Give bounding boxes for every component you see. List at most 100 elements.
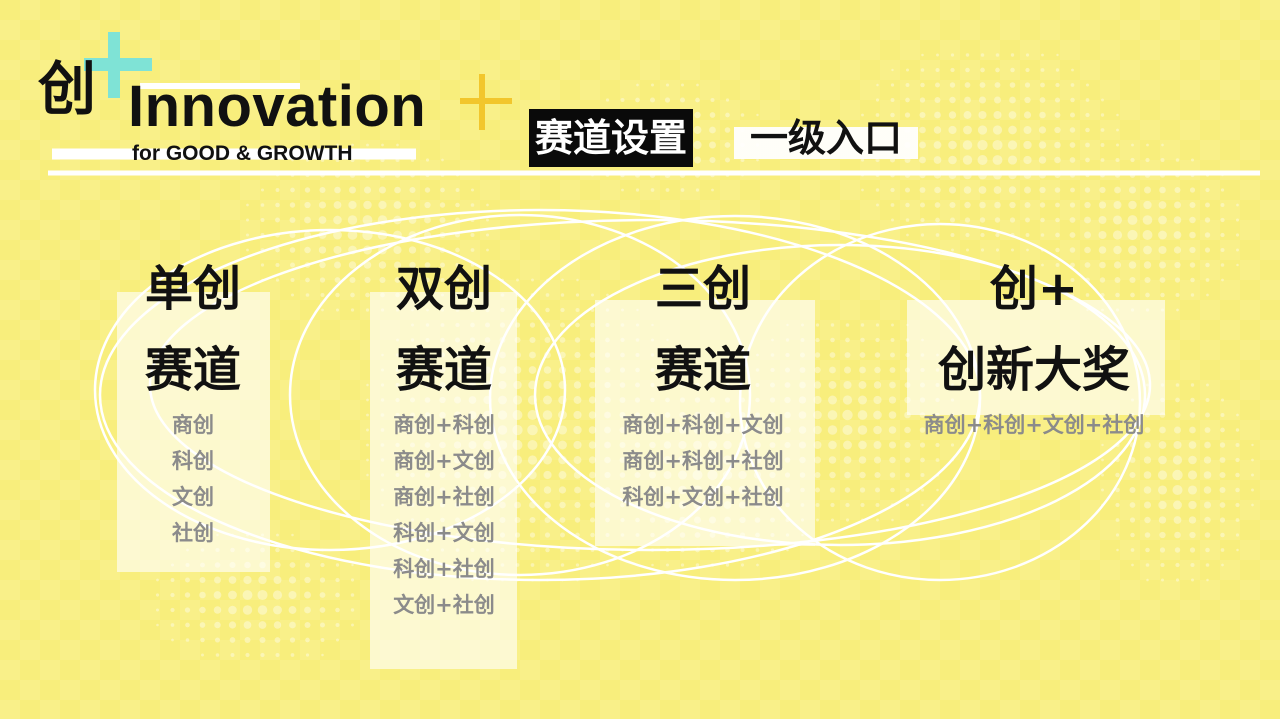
- decor-dot: [965, 248, 970, 252]
- decor-dot: [995, 67, 1000, 73]
- decor-dot: [288, 576, 297, 584]
- decor-dot: [1025, 233, 1030, 237]
- decor-dot: [1189, 202, 1196, 208]
- decor-dot: [424, 187, 431, 193]
- decor-dot: [214, 637, 221, 643]
- decor-dot: [1116, 143, 1119, 147]
- decor-dot: [815, 503, 820, 507]
- decor-dot: [829, 471, 836, 479]
- decor-dot: [590, 532, 595, 538]
- decor-dot: [588, 426, 597, 434]
- decor-dot: [379, 276, 386, 284]
- track-card-award: [907, 300, 1165, 415]
- decor-dot: [740, 563, 745, 567]
- decor-dot: [321, 653, 324, 657]
- decor-dot: [709, 126, 716, 134]
- decor-dot: [1158, 441, 1167, 449]
- decor-dot: [574, 337, 581, 343]
- gold-cross-icon: [460, 74, 512, 130]
- decor-dot: [1189, 426, 1196, 434]
- decor-dot: [362, 215, 373, 225]
- decor-dot: [1158, 230, 1167, 240]
- decor-dot: [1128, 186, 1137, 194]
- decor-dot: [1205, 202, 1210, 208]
- decor-dot: [1145, 292, 1150, 298]
- decor-dot: [649, 97, 656, 103]
- decor-dot: [424, 216, 431, 224]
- decor-dot: [318, 201, 327, 209]
- decor-dot: [1008, 111, 1017, 119]
- decor-dot: [560, 547, 565, 553]
- decor-dot: [889, 367, 896, 373]
- decor-dot: [843, 440, 852, 450]
- track-title-line2: 创新大奖: [937, 342, 1130, 398]
- decor-dot: [921, 53, 924, 57]
- decor-dot: [889, 381, 896, 389]
- decor-dot: [1116, 113, 1119, 117]
- decor-dot: [1220, 247, 1225, 253]
- decor-dot: [363, 200, 372, 210]
- decor-dot: [366, 443, 369, 447]
- decor-dot: [1040, 82, 1045, 88]
- decor-dot: [335, 292, 340, 298]
- decor-dot: [843, 380, 852, 390]
- decor-dot: [455, 188, 460, 192]
- decor-dot: [260, 263, 265, 267]
- decor-dot: [335, 592, 340, 598]
- decor-dot: [559, 517, 566, 523]
- decor-dot: [814, 471, 821, 479]
- decor-dot: [950, 53, 955, 57]
- decor-dot: [1159, 186, 1166, 194]
- track-card-triple: [595, 300, 815, 546]
- decor-dot: [275, 262, 280, 268]
- decor-dot: [1100, 158, 1105, 162]
- decor-dot: [949, 201, 956, 209]
- decor-dot: [529, 532, 536, 538]
- decor-dot: [304, 246, 311, 254]
- decor-dot: [333, 201, 342, 209]
- decor-dot: [978, 110, 987, 120]
- section-subtitle: 一级入口: [734, 109, 919, 167]
- decor-dot: [890, 187, 895, 193]
- decor-dot: [891, 68, 894, 72]
- list-item: 科创+社创: [393, 557, 495, 581]
- decor-dot: [349, 186, 356, 194]
- decor-dot: [934, 202, 941, 208]
- decor-dot: [542, 410, 553, 420]
- list-item: 科创+文创: [393, 521, 495, 545]
- decor-dot: [350, 578, 355, 582]
- decor-dot: [543, 395, 552, 405]
- decor-dot: [1203, 456, 1212, 464]
- decor-dot: [1205, 262, 1210, 268]
- decor-dot: [813, 395, 822, 405]
- decor-dot: [1220, 532, 1225, 538]
- decor-dot: [557, 425, 568, 435]
- decor-dot: [857, 425, 868, 435]
- decor-dot: [244, 637, 251, 643]
- decor-dot: [1204, 232, 1211, 238]
- decor-dot: [1174, 187, 1181, 193]
- decor-dot: [1175, 578, 1180, 582]
- decor-dot: [590, 322, 595, 328]
- list-item: 商创+科创+社创: [622, 449, 784, 473]
- decor-dot: [919, 126, 926, 134]
- list-item: 社创: [172, 521, 214, 545]
- decor-dot: [1129, 457, 1136, 463]
- decor-dot: [288, 590, 297, 600]
- list-item: 商创+科创: [393, 413, 495, 437]
- decor-dot: [320, 292, 325, 298]
- decor-dot: [1172, 455, 1183, 465]
- decor-dot: [575, 307, 580, 313]
- decor-dot: [1024, 96, 1031, 104]
- decor-dot: [979, 82, 986, 88]
- decor-dot: [455, 262, 460, 268]
- decor-dot: [200, 637, 205, 643]
- decor-dot: [1236, 263, 1239, 267]
- decor-dot: [424, 262, 431, 268]
- decor-dot: [1130, 548, 1135, 552]
- decor-dot: [890, 203, 895, 207]
- decor-dot: [693, 126, 702, 134]
- decor-dot: [486, 218, 489, 222]
- decor-dot: [814, 366, 821, 374]
- decor-dot: [1008, 125, 1017, 135]
